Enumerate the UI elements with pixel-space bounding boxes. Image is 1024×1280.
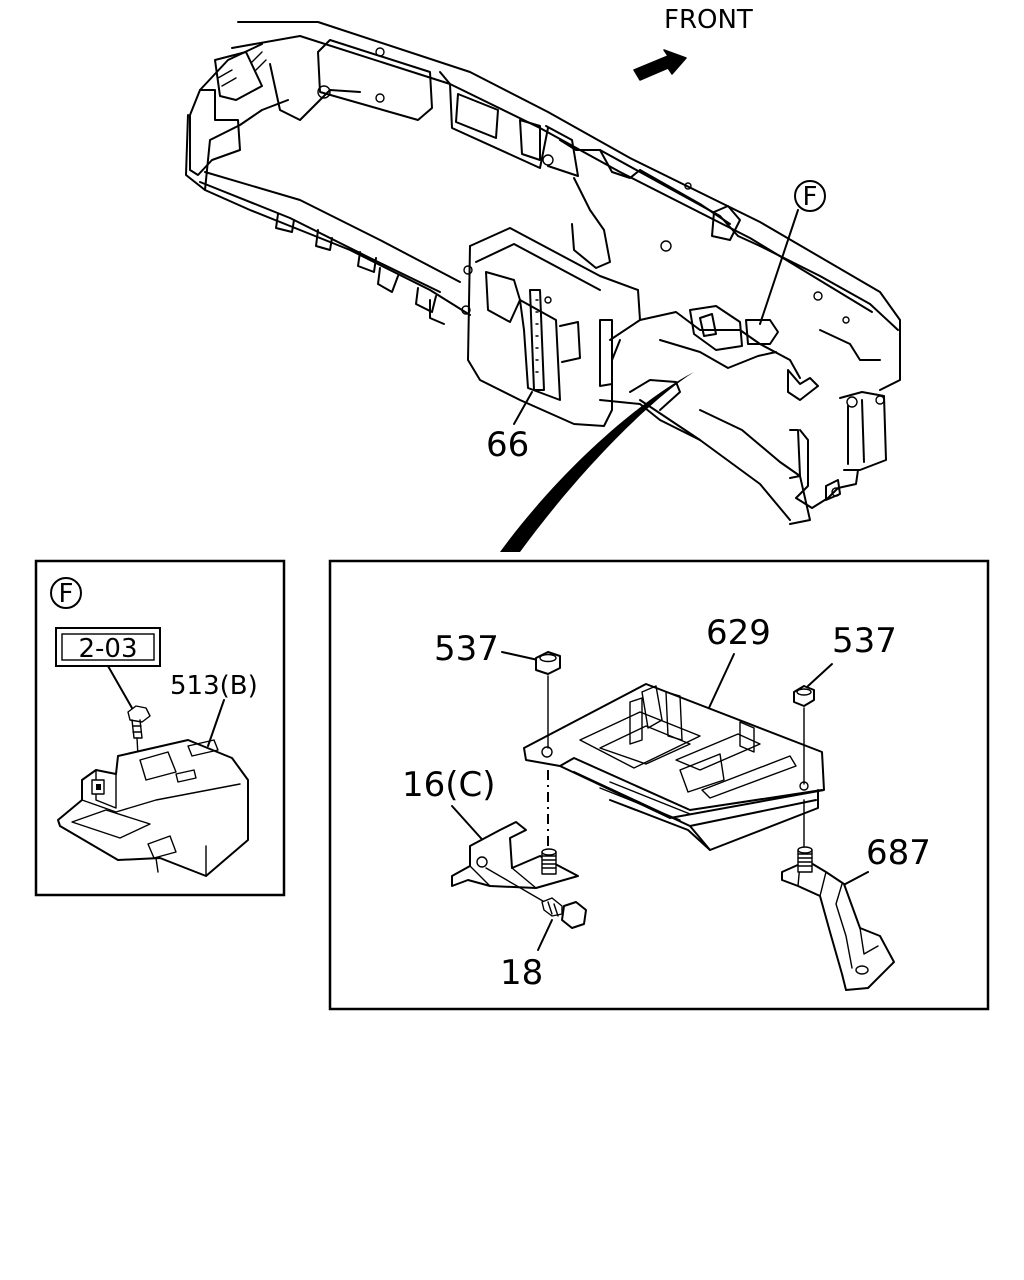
callout-629-label: 629 (706, 613, 771, 653)
callout-687-label: 687 (866, 833, 931, 873)
callout-537-left-label: 537 (434, 629, 499, 669)
front-arrow-icon (633, 49, 687, 81)
bracket-16c-icon (451, 821, 579, 889)
detail-f-box: F 2-03 513(B) (34, 559, 286, 897)
bracket-687-icon (781, 846, 895, 991)
callout-18-label: 18 (500, 953, 543, 993)
front-direction-indicator: FRONT (633, 5, 753, 81)
detail-f-marker-label: F (803, 182, 818, 212)
callout-537-right-label: 537 (832, 621, 897, 661)
callout-513b-label: 513(B) (170, 671, 258, 701)
callout-16c-label: 16(C) (402, 765, 496, 805)
nut-537-left-icon (535, 651, 561, 675)
detail-assembly-box: 537 629 537 16(C) 687 18 (328, 559, 990, 1011)
detail-f-box-marker: F (59, 579, 74, 609)
bolt-icon (127, 705, 151, 757)
bracket-629-icon (523, 683, 825, 851)
callout-66: 66 (486, 391, 533, 465)
dashboard-frame-illustration (185, 21, 901, 525)
callout-66-label: 66 (486, 425, 529, 465)
zoom-sweep-indicator (500, 372, 694, 552)
bracket-513b-icon (57, 739, 249, 877)
front-label: FRONT (664, 5, 753, 35)
bolt-18-icon (485, 867, 587, 929)
ref-box-label: 2-03 (78, 634, 137, 664)
detail-f-marker-main: F (759, 180, 826, 325)
nut-537-right-icon (793, 685, 815, 707)
